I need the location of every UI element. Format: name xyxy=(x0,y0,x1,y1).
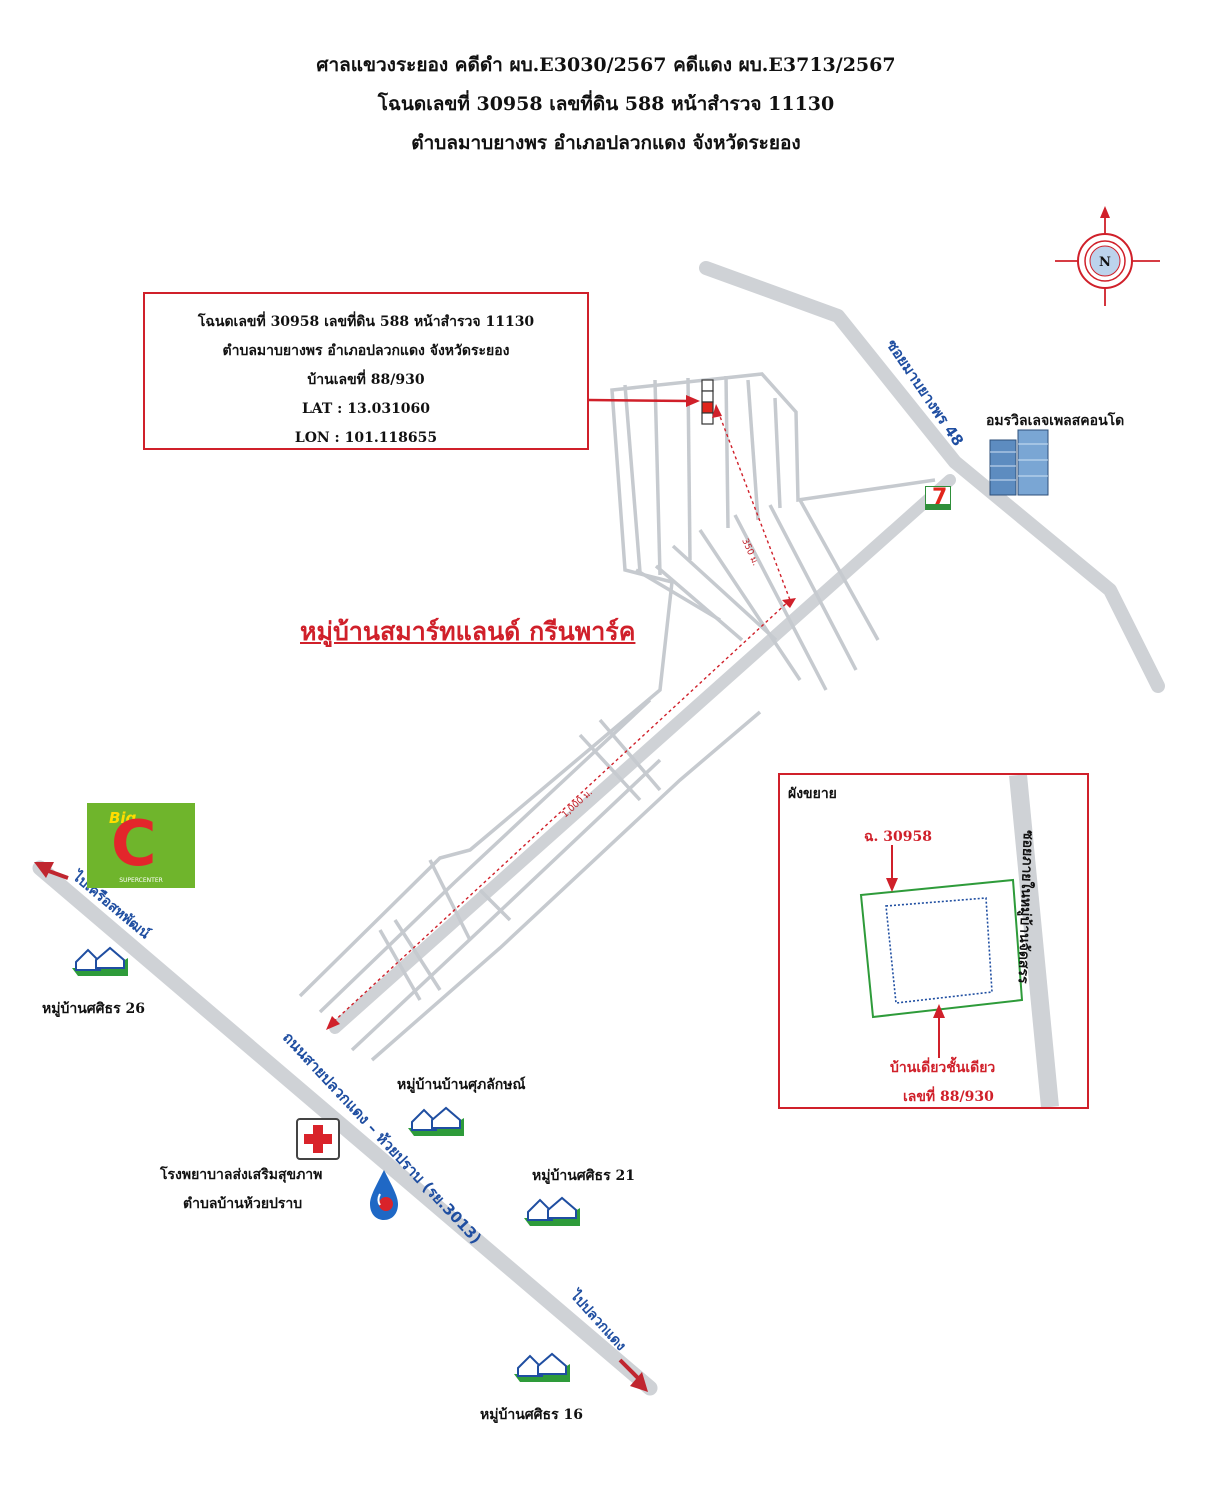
village-label-sirin21: หมู่บ้านศศิธร 21 xyxy=(532,1168,635,1184)
arrow-khrua-shaft xyxy=(45,868,69,880)
inset-deed-label: ฉ. 30958 xyxy=(864,829,932,845)
house-icon-sirin26 xyxy=(72,946,128,976)
arrow-khrua-icon xyxy=(34,862,54,878)
header-line-2: โฉนดเลขที่ 30958 เลขที่ดิน 588 หน้าสำรวจ… xyxy=(377,93,835,115)
info-pointer-line xyxy=(588,398,691,403)
gas-station-icon xyxy=(370,1170,398,1220)
info-latitude: LAT : 13.031060 xyxy=(301,401,431,417)
inset-house-label-2: เลขที่ 88/930 xyxy=(903,1089,994,1105)
inset-title: ผังขยาย xyxy=(788,786,837,802)
condo-building-icon xyxy=(989,429,1049,496)
house-icon-sirin21 xyxy=(524,1196,580,1226)
info-longitude: LON : 101.118655 xyxy=(294,430,438,446)
arrow-pluak-icon xyxy=(630,1372,648,1392)
arrow-pluak-shaft xyxy=(618,1358,642,1382)
info-deed-line: โฉนดเลขที่ 30958 เลขที่ดิน 588 หน้าสำรวจ… xyxy=(197,314,535,330)
bigc-letter: C xyxy=(111,807,157,880)
subject-plot-marker xyxy=(701,379,714,425)
house-icon-sirin16 xyxy=(514,1352,570,1382)
inset-frame xyxy=(778,773,1089,1109)
village-label-sirin26: หมู่บ้านศศิธร 26 xyxy=(42,1001,145,1017)
info-house-number: บ้านเลขที่ 88/930 xyxy=(307,372,425,388)
village-name: หมู่บ้านสมาร์ทแลนด์ กรีนพาร์ค xyxy=(300,617,636,646)
bigc-small-text: Big xyxy=(109,809,137,827)
bigc-subtitle: SUPERCENTER xyxy=(119,877,163,884)
bigc-logo: Big C SUPERCENTER xyxy=(87,803,195,888)
village-label-suk: หมู่บ้านบ้านศุภลักษณ์ xyxy=(397,1077,526,1093)
seven-eleven-icon: 7 xyxy=(925,485,951,510)
deed-plot xyxy=(859,878,1024,1019)
main-road xyxy=(32,860,658,1396)
distance-350: 350 ม. xyxy=(739,537,760,567)
info-pointer-arrowhead xyxy=(686,395,700,407)
seven-eleven-digit: 7 xyxy=(932,485,948,510)
inset-road-label: ซอยภายในหมู่บ้านจัดสรร xyxy=(1015,830,1038,984)
inset-diagram: ซอยภายในหมู่บ้านจัดสรร xyxy=(859,774,1059,1108)
house-icon-suk xyxy=(408,1106,464,1136)
inset-house-label-1: บ้านเดี่ยวชั้นเดียว xyxy=(890,1060,996,1076)
hospital-label-1: โรงพยาบาลส่งเสริมสุขภาพ xyxy=(160,1167,323,1183)
deed-info-box: โฉนดเลขที่ 30958 เลขที่ดิน 588 หน้าสำรวจ… xyxy=(143,292,589,450)
distance-lines xyxy=(329,405,791,1026)
arrowhead-top xyxy=(712,404,722,418)
header-line-3: ตำบลมาบยางพร อำเภอปลวกแดง จังหวัดระยอง xyxy=(411,132,801,154)
hospital-cross-icon xyxy=(296,1118,340,1160)
village-label-sirin16: หมู่บ้านศศิธร 16 xyxy=(480,1407,583,1423)
arrowhead-mid xyxy=(782,598,796,608)
village-road-grid xyxy=(298,372,936,1062)
soi-road xyxy=(699,261,1165,693)
header-line-1: ศาลแขวงระยอง คดีดำ ผบ.E3030/2567 คดีแดง … xyxy=(316,54,896,76)
hospital-label-2: ตำบลบ้านห้วยปราบ xyxy=(183,1196,303,1212)
compass-icon: N xyxy=(1055,206,1160,306)
svg-text:N: N xyxy=(1099,255,1111,270)
village-access-road xyxy=(329,474,956,1034)
info-location-line: ตำบลมาบยางพร อำเภอปลวกแดง จังหวัดระยอง xyxy=(222,343,510,359)
condo-label: อมรวิลเลจเพลสคอนโด xyxy=(986,413,1125,429)
arrowhead-bottom xyxy=(326,1016,340,1030)
